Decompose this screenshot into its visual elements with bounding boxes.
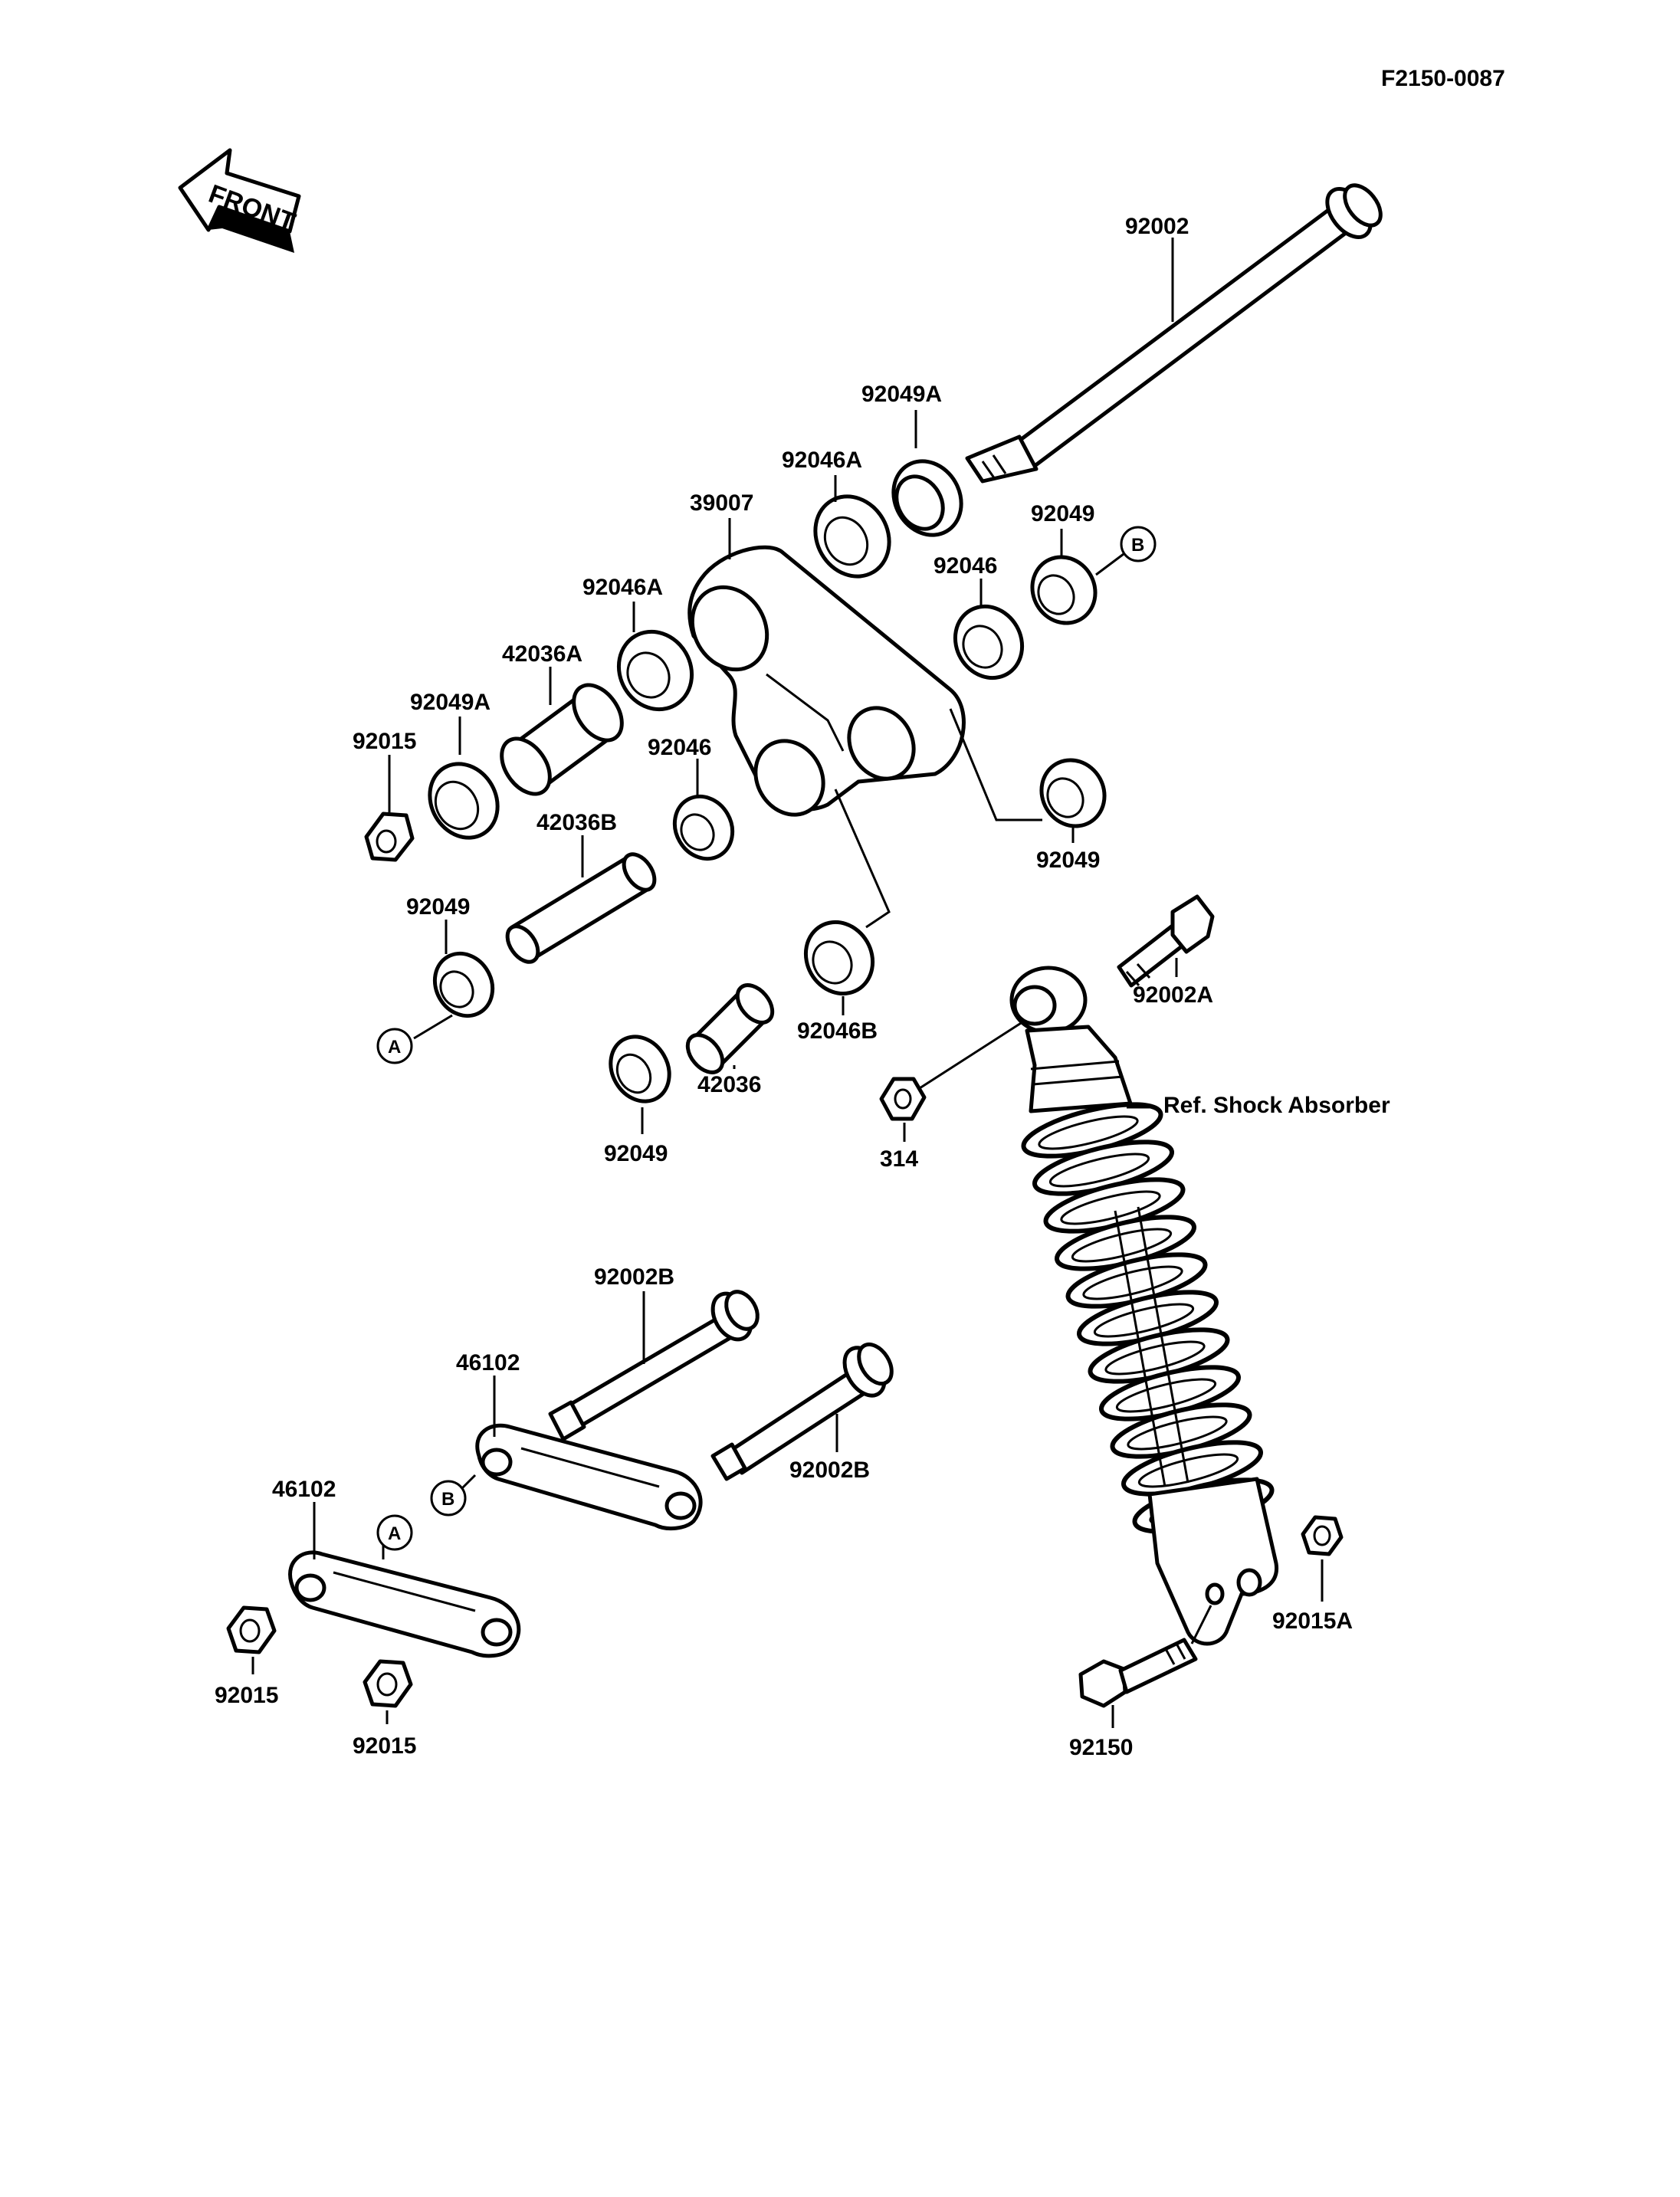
label-92049A-top: 92049A <box>861 382 942 407</box>
marker-b-bottom: B <box>430 1480 467 1517</box>
label-42036B: 42036B <box>536 810 617 835</box>
bearing-92046-mid <box>672 794 735 861</box>
spring-coil-inner <box>1048 1153 1150 1188</box>
bolt-92150 <box>1078 1605 1212 1708</box>
sleeve-42036B <box>505 852 657 964</box>
bearing-92046A-left <box>616 629 694 712</box>
label-92002B-top: 92002B <box>594 1264 674 1290</box>
spring-coil-inner <box>1137 1453 1239 1488</box>
shock-spring <box>1021 1102 1275 1534</box>
label-46102-bottom: 46102 <box>272 1477 336 1502</box>
label-92015A: 92015A <box>1272 1608 1353 1634</box>
label-92015-bottom: 92015 <box>353 1733 416 1759</box>
label-314: 314 <box>880 1146 918 1172</box>
label-39007: 39007 <box>690 490 753 516</box>
ref-shock-absorber-note: Ref. Shock Absorber <box>1163 1093 1390 1118</box>
label-92046B: 92046B <box>797 1018 878 1044</box>
svg-text:A: A <box>388 1523 401 1544</box>
label-92046A-top: 92046A <box>782 448 862 473</box>
label-92049-b: 92049 <box>1031 501 1094 526</box>
seal-92049-right <box>1039 758 1107 828</box>
drawing-code: F2150-0087 <box>1381 66 1505 91</box>
label-42036A: 42036A <box>502 641 582 667</box>
bolt-92002B-upper <box>548 1290 760 1441</box>
sleeve-42036 <box>685 983 775 1074</box>
shaft-92002 <box>965 183 1383 484</box>
label-92049-bottom: 92049 <box>604 1141 668 1166</box>
spring-coil-inner <box>1115 1378 1217 1413</box>
tie-rod-46102-upper <box>475 1423 703 1531</box>
spring-coil-inner <box>1104 1340 1206 1376</box>
nut-92015-bottom <box>363 1659 413 1708</box>
bearing-92046A-top <box>813 494 891 579</box>
nut-314 <box>879 1077 927 1121</box>
label-92150: 92150 <box>1069 1735 1133 1760</box>
bearing-92046-right <box>953 604 1025 680</box>
nut-92015A <box>1301 1515 1344 1556</box>
spring-coil-inner <box>1082 1265 1183 1300</box>
label-46102-top: 46102 <box>456 1350 520 1376</box>
bolt-92002A <box>1117 894 1215 988</box>
svg-text:B: B <box>1131 535 1144 556</box>
label-92015-left: 92015 <box>215 1683 278 1708</box>
label-92046-mid: 92046 <box>648 735 711 760</box>
nut-92015-left <box>226 1605 277 1654</box>
sleeve-42036A <box>500 683 624 796</box>
tie-rod-46102-lower <box>288 1550 521 1658</box>
marker-a-bottom: A <box>376 1514 413 1551</box>
seal-92049A-top <box>891 459 963 537</box>
seal-92049A-left <box>428 762 500 840</box>
label-92002: 92002 <box>1125 214 1189 239</box>
seal-92049-bottom <box>609 1035 671 1103</box>
marker-a-top: A <box>376 1028 413 1064</box>
rocker-arm-39007 <box>687 545 966 817</box>
seal-92049-a <box>432 951 495 1018</box>
bearing-92046B <box>803 920 875 996</box>
label-92049-right: 92049 <box>1036 848 1100 873</box>
shock-absorber <box>1009 966 1278 1646</box>
label-92046-right: 92046 <box>934 553 997 579</box>
svg-text:A: A <box>388 1037 401 1058</box>
seal-92049-b <box>1030 555 1098 625</box>
marker-b-top: B <box>1120 526 1157 562</box>
label-92002A: 92002A <box>1133 982 1213 1008</box>
label-92049A-left: 92049A <box>410 690 491 715</box>
front-arrow-icon: FRONT <box>178 148 301 253</box>
label-92002B-right: 92002B <box>789 1458 870 1483</box>
label-92049-a: 92049 <box>406 894 470 920</box>
nut-92015-top <box>364 812 415 862</box>
label-92015-top: 92015 <box>353 729 416 754</box>
label-42036: 42036 <box>697 1072 761 1097</box>
label-92046A-left: 92046A <box>582 575 663 600</box>
spring-coil-inner <box>1060 1190 1161 1225</box>
spring-coil-inner <box>1038 1115 1139 1150</box>
bolt-92002B-right <box>710 1342 894 1481</box>
svg-text:B: B <box>441 1489 454 1510</box>
spring-coil-inner <box>1093 1303 1195 1338</box>
